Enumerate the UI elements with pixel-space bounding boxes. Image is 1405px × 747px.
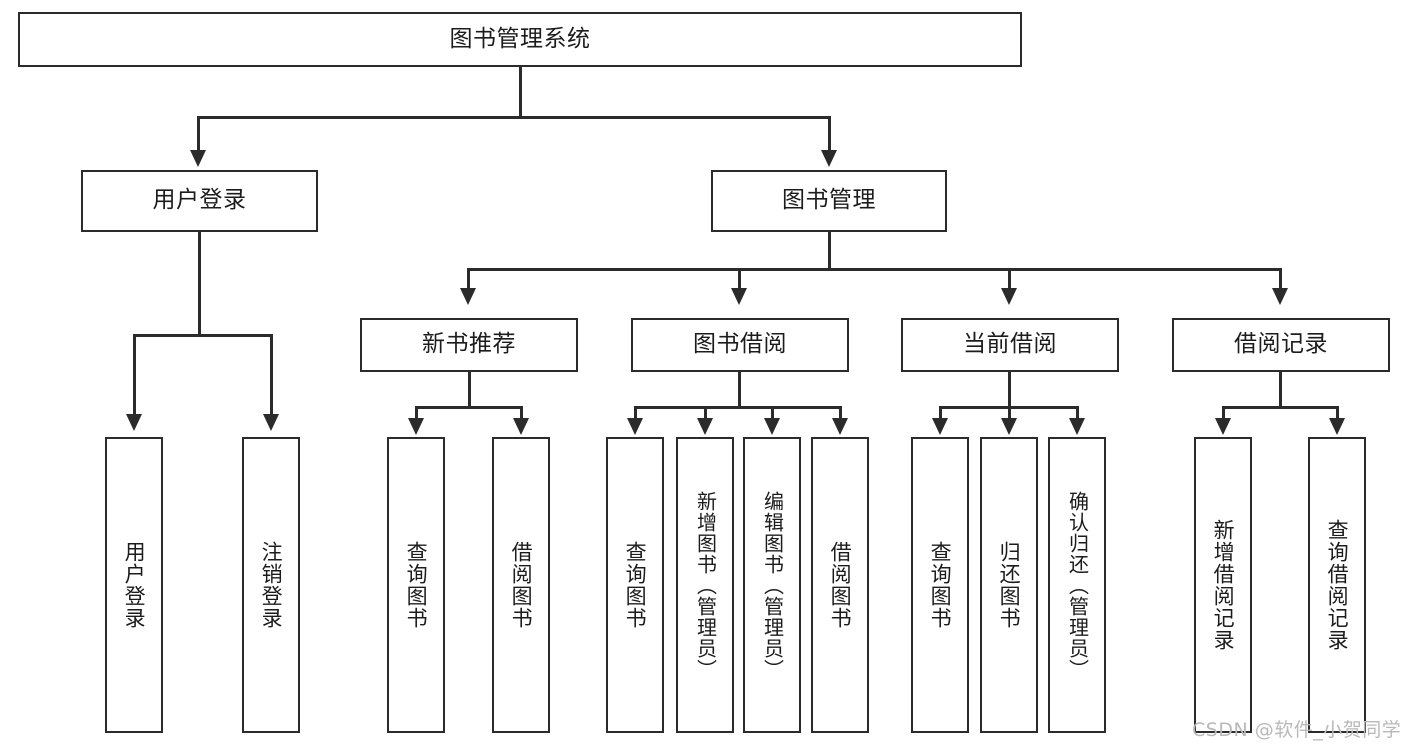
edge-root-bus (197, 116, 831, 119)
edge-bb-to-leaf-3 (771, 406, 774, 420)
arrowhead-leaf-logout-login (263, 414, 279, 431)
node-current-borrow[interactable]: 当前借阅 (901, 318, 1119, 372)
edge-nbr-bus (415, 406, 523, 409)
leaf-return-book[interactable]: 归还图书 (980, 437, 1038, 733)
node-label: 新书推荐 (422, 331, 516, 358)
edge-user-login-to-leaf-1 (133, 334, 136, 416)
edge-bm-to-book-borrow (738, 268, 741, 290)
arrowhead-borrow-record (1272, 288, 1288, 305)
node-label: 用户登录 (152, 187, 247, 214)
leaf-borrow-book-1[interactable]: 借阅图书 (492, 437, 550, 733)
edge-root-stem (519, 67, 522, 116)
arrowhead-current-borrow (1001, 288, 1017, 305)
node-label: 借阅图书 (828, 541, 853, 629)
arrowhead-leaf-user-login (126, 414, 142, 431)
leaf-query-book-2[interactable]: 查询图书 (606, 437, 664, 733)
leaf-confirm-return-admin[interactable]: 确认归还（管理员） (1048, 437, 1106, 733)
node-label: 查询图书 (404, 541, 429, 629)
arrowhead-new-book-recommend (460, 288, 476, 305)
edge-user-login-stem (198, 232, 201, 336)
leaf-add-book-admin[interactable]: 新增图书（管理员） (676, 437, 734, 733)
watermark-text: CSDN @软件_小贺同学 (1192, 719, 1402, 741)
arrowhead-user-login (190, 150, 206, 167)
node-borrow-record[interactable]: 借阅记录 (1172, 318, 1390, 372)
node-book-management-system[interactable]: 图书管理系统 (18, 12, 1022, 67)
edge-nbr-to-leaf-2 (520, 406, 523, 420)
node-label: 借阅图书 (509, 541, 534, 629)
arrowhead-leaf-query-book-1 (408, 418, 424, 435)
leaf-add-borrow-record[interactable]: 新增借阅记录 (1194, 437, 1252, 733)
arrowhead-leaf-borrow-book-1 (513, 418, 529, 435)
leaf-query-book-1[interactable]: 查询图书 (387, 437, 445, 733)
node-new-book-recommend[interactable]: 新书推荐 (360, 318, 578, 372)
edge-cb-to-leaf-3 (1076, 406, 1079, 420)
edge-nbr-stem (468, 372, 471, 408)
node-label: 查询借阅记录 (1325, 519, 1350, 651)
arrowhead-leaf-query-book-3 (932, 418, 948, 435)
edge-user-login-bus (133, 334, 273, 337)
edge-br-to-leaf-2 (1336, 406, 1339, 420)
edge-book-management-bus (467, 268, 1282, 271)
node-label: 编辑图书（管理员） (760, 490, 785, 680)
node-label: 借阅记录 (1234, 331, 1328, 358)
arrowhead-leaf-borrow-book-2 (832, 418, 848, 435)
node-label: 图书借阅 (693, 331, 787, 358)
node-label: 图书管理 (782, 187, 876, 214)
edge-nbr-to-leaf-1 (415, 406, 418, 420)
arrowhead-leaf-add-book-admin (697, 418, 713, 435)
leaf-borrow-book-2[interactable]: 借阅图书 (811, 437, 869, 733)
edge-cb-to-leaf-1 (939, 406, 942, 420)
node-label: 图书管理系统 (449, 25, 591, 52)
edge-bb-bus (634, 406, 842, 409)
node-label: 查询图书 (623, 541, 648, 629)
edge-root-to-book-management (828, 116, 831, 152)
node-label: 当前借阅 (963, 331, 1057, 358)
leaf-query-borrow-record[interactable]: 查询借阅记录 (1308, 437, 1366, 733)
edge-br-to-leaf-1 (1222, 406, 1225, 420)
edge-user-login-to-leaf-2 (270, 334, 273, 416)
edge-cb-stem (1008, 372, 1011, 408)
edge-bb-to-leaf-4 (839, 406, 842, 420)
arrowhead-book-borrow (731, 288, 747, 305)
arrowhead-leaf-add-borrow-record (1215, 418, 1231, 435)
node-label: 新增借阅记录 (1211, 519, 1236, 651)
arrowhead-leaf-confirm-return-admin (1069, 418, 1085, 435)
edge-bb-stem (738, 372, 741, 408)
node-book-management[interactable]: 图书管理 (711, 170, 947, 232)
edge-bm-to-borrow-record (1279, 268, 1282, 290)
leaf-logout-login[interactable]: 注销登录 (242, 437, 300, 733)
node-label: 注销登录 (259, 541, 284, 629)
edge-bm-to-new-book-recommend (467, 268, 470, 290)
node-label: 确认归还（管理员） (1065, 490, 1090, 680)
edge-br-bus (1222, 406, 1339, 409)
edge-bb-to-leaf-1 (634, 406, 637, 420)
node-user-login[interactable]: 用户登录 (81, 170, 318, 232)
edge-bb-to-leaf-2 (704, 406, 707, 420)
arrowhead-leaf-query-book-2 (627, 418, 643, 435)
arrowhead-book-management (821, 150, 837, 167)
edge-book-management-stem (828, 232, 831, 270)
leaf-query-book-3[interactable]: 查询图书 (911, 437, 969, 733)
leaf-user-login[interactable]: 用户登录 (105, 437, 163, 733)
leaf-edit-book-admin[interactable]: 编辑图书（管理员） (743, 437, 801, 733)
arrowhead-leaf-edit-book-admin (764, 418, 780, 435)
node-label: 用户登录 (122, 541, 147, 629)
edge-root-to-user-login (197, 116, 200, 152)
node-label: 查询图书 (928, 541, 953, 629)
arrowhead-leaf-return-book (1001, 418, 1017, 435)
node-book-borrow[interactable]: 图书借阅 (631, 318, 849, 372)
edge-br-stem (1279, 372, 1282, 408)
node-label: 新增图书（管理员） (693, 490, 718, 680)
node-label: 归还图书 (997, 541, 1022, 629)
edge-cb-to-leaf-2 (1008, 406, 1011, 420)
arrowhead-leaf-query-borrow-record (1329, 418, 1345, 435)
edge-bm-to-current-borrow (1008, 268, 1011, 290)
